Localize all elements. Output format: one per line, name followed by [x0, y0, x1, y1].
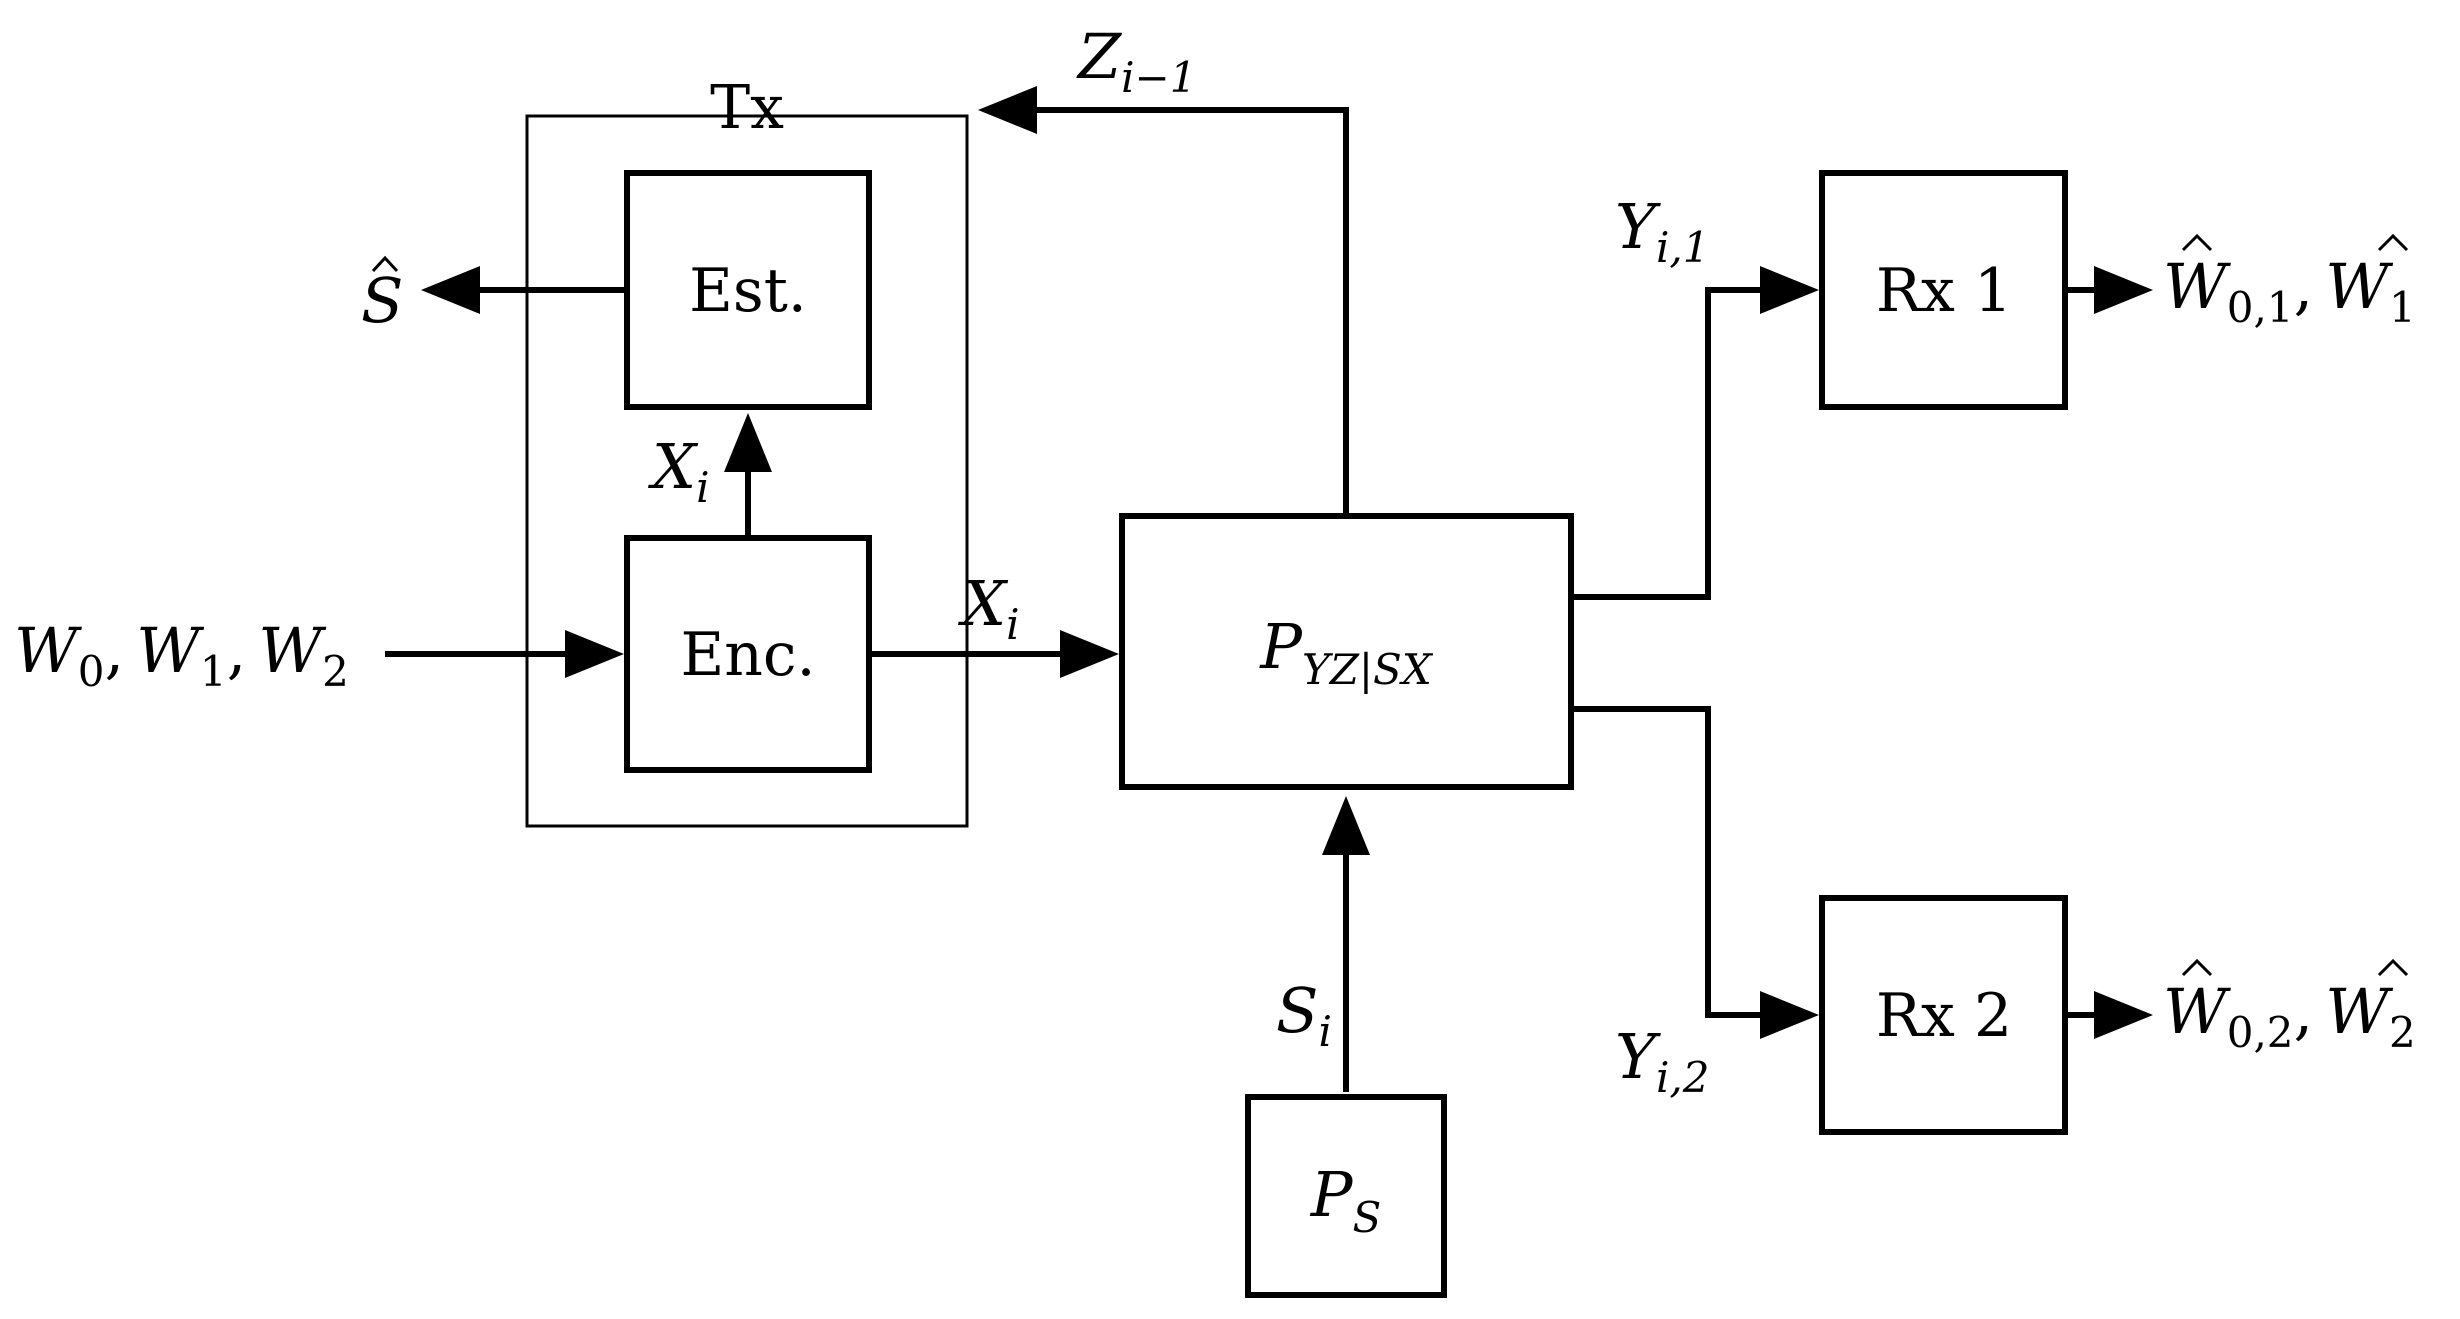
arrowhead-estimator-input — [724, 413, 772, 472]
decoded-1-label: W0,1,W1 — [2163, 250, 2416, 332]
hat-accent-icon — [2377, 233, 2409, 252]
hat-accent-icon — [2377, 958, 2409, 977]
decoded-2-label: W0,2,W2 — [2163, 975, 2416, 1057]
tx-frame — [525, 114, 969, 828]
encoder-label: Enc. — [680, 620, 815, 690]
output-1-label: Yi,1 — [1615, 190, 1709, 272]
wire-feedback — [1037, 107, 1349, 513]
feedback-label: Zi−1 — [1076, 20, 1196, 102]
estimator-label: Est. — [689, 256, 807, 326]
arrowhead-encoder-input — [565, 630, 624, 678]
receiver-1-block — [1819, 170, 2068, 410]
arrowhead-feedback — [978, 86, 1037, 134]
receiver-2-label: Rx 2 — [1876, 981, 2012, 1051]
encoder-to-estimator-label: Xi — [648, 430, 710, 512]
output-2-label: Yi,2 — [1615, 1020, 1709, 1102]
wire-channel-to-rx2 — [1571, 706, 1760, 1018]
arrowhead-rx1-input — [1760, 266, 1819, 314]
arrowhead-channel-input — [1060, 630, 1119, 678]
state-source-label: PS — [1310, 1158, 1382, 1242]
hat-accent-icon — [2181, 233, 2213, 252]
channel-label: PYZ|SX — [1259, 610, 1434, 694]
arrowhead-rx2-input — [1760, 991, 1819, 1039]
hat-accent-icon — [371, 255, 399, 273]
receiver-2-block — [1819, 895, 2068, 1135]
arrowhead-state-input — [1322, 796, 1370, 855]
state-estimate-label: S — [361, 264, 403, 337]
receiver-1-label: Rx 1 — [1876, 256, 2012, 326]
hat-accent-icon — [2181, 958, 2213, 977]
state-source-block — [1245, 1094, 1447, 1298]
estimator-block — [624, 170, 872, 410]
arrowhead-rx1-output — [2094, 266, 2153, 314]
channel-block — [1119, 513, 1574, 790]
encoder-block — [624, 535, 872, 773]
messages-label: W0,W1,W2 — [14, 614, 349, 696]
arrowhead-state-estimate — [421, 266, 480, 314]
state-label: Si — [1276, 974, 1332, 1056]
wire-channel-to-rx1 — [1571, 287, 1760, 600]
arrowhead-rx2-output — [2094, 991, 2153, 1039]
channel-input-label: Xi — [958, 567, 1020, 649]
tx-frame-title: Tx — [710, 73, 784, 143]
